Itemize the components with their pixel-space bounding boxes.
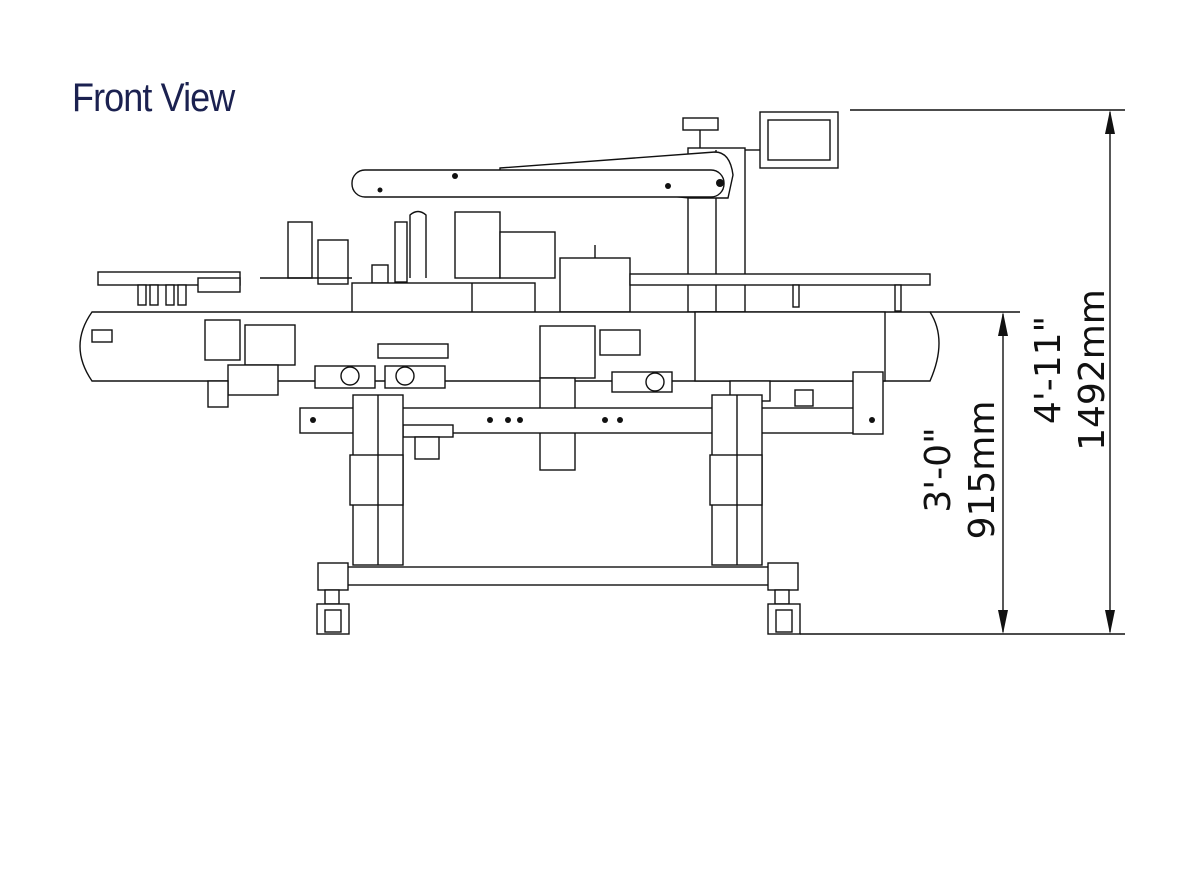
applicator-box <box>559 257 631 313</box>
view-title: Front View <box>72 76 235 120</box>
right-foot <box>767 562 799 591</box>
frame-bolts <box>310 417 875 423</box>
height-adjuster <box>402 424 454 438</box>
right-caster <box>767 589 801 635</box>
conveyor-height-metric: 915mm <box>962 401 1003 540</box>
left-foot <box>317 562 349 591</box>
conveyor-end-plate <box>91 329 113 343</box>
right-guide-rail <box>629 273 931 286</box>
label-head-2 <box>317 239 349 285</box>
height-adjuster-post <box>414 436 440 460</box>
rail-clamp <box>197 277 241 293</box>
conveyor-height-dimension: 3'-0" 915mm <box>918 311 1020 634</box>
belt-bolts <box>377 173 724 193</box>
switch-plate <box>794 389 814 407</box>
label-roll-guide <box>409 210 427 278</box>
base-bar <box>329 566 781 586</box>
sensor <box>371 264 389 284</box>
left-caster <box>316 589 350 635</box>
motor-block <box>244 324 296 366</box>
top-hold-down-belt <box>351 169 725 198</box>
lower-applicator <box>539 325 596 379</box>
labeling-machine <box>79 111 940 635</box>
overall-height-imperial: 4'-11" <box>1028 316 1069 424</box>
handwheel-icon <box>682 117 719 131</box>
label-head-3 <box>394 221 408 283</box>
monitor-screen <box>767 119 831 161</box>
overall-height-dimension: 4'-11" 1492mm <box>800 109 1125 635</box>
rail-brackets <box>137 284 902 312</box>
overall-height-metric: 1492mm <box>1072 289 1113 451</box>
label-head-5 <box>499 231 556 279</box>
label-head-1 <box>287 221 313 279</box>
right-leg-sleeve <box>709 454 763 506</box>
left-leg-sleeve <box>349 454 404 506</box>
label-head-4 <box>454 211 501 279</box>
right-panel <box>694 311 886 382</box>
conveyor-height-imperial: 3'-0" <box>918 427 959 512</box>
applicator-bracket <box>599 329 641 356</box>
drive-block <box>204 319 241 361</box>
control-box <box>852 371 884 435</box>
